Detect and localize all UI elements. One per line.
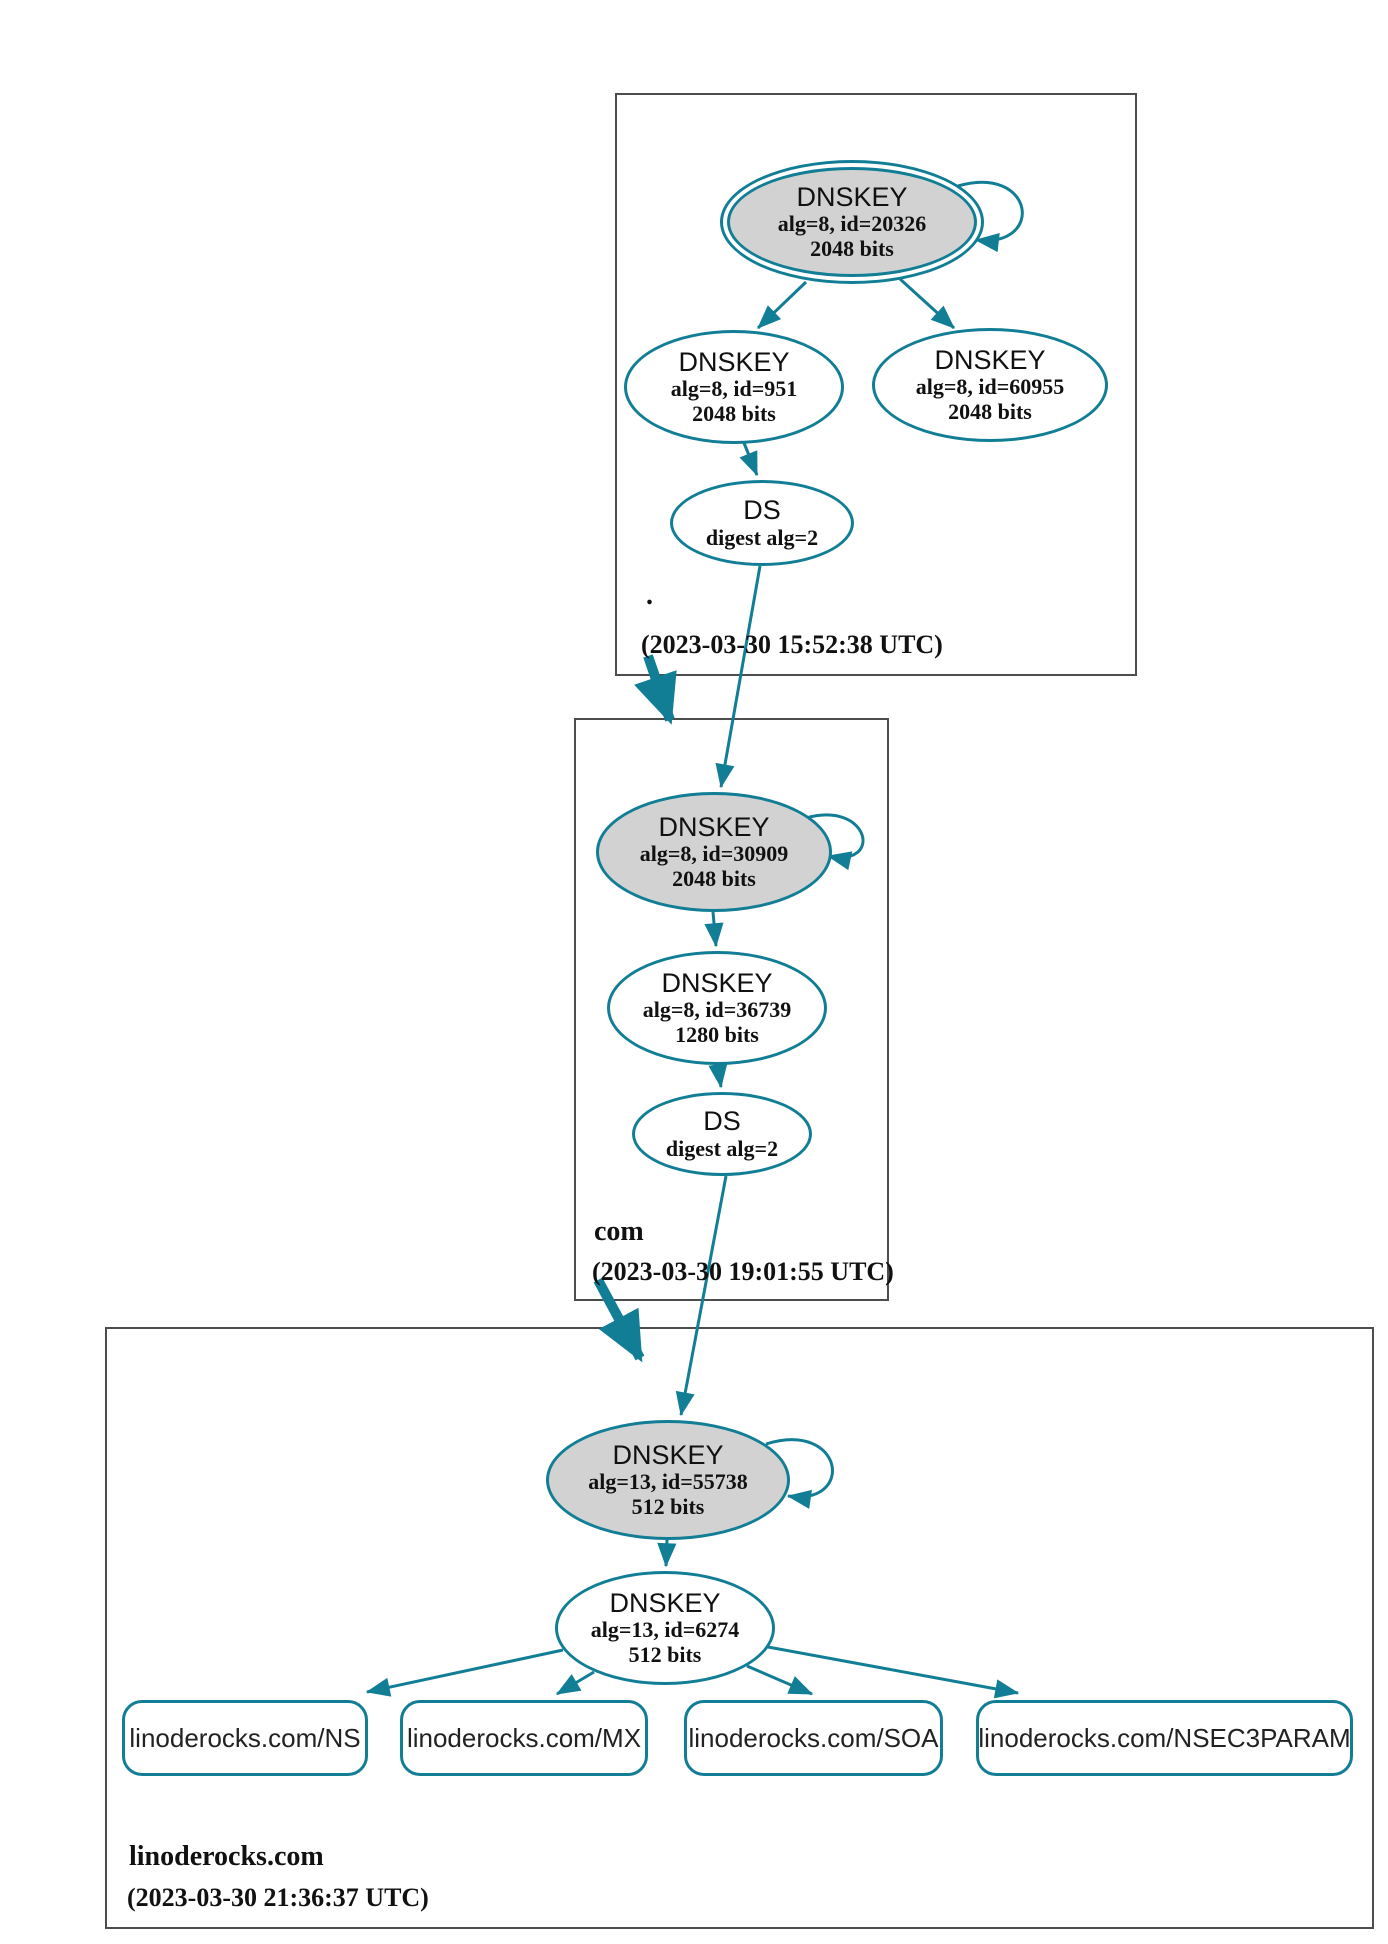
node-detail: 2048 bits — [948, 399, 1032, 425]
zone-label-linoderocks: linoderocks.com — [129, 1841, 324, 1872]
dnskey-node-com-zsk-36739[interactable]: DNSKEY alg=8, id=36739 1280 bits — [607, 951, 827, 1065]
zone-box-root — [615, 93, 1137, 676]
node-detail: alg=13, id=55738 — [588, 1469, 748, 1495]
edge-root-ksk-to-zsk2 — [898, 277, 956, 330]
dnskey-node-com-ksk-30909[interactable]: DNSKEY alg=8, id=30909 2048 bits — [596, 792, 832, 912]
node-detail: 512 bits — [631, 1494, 705, 1520]
edge-com-ds-to-linoderocks-ksk — [675, 1175, 728, 1417]
delegation-arrow-com-to-linoderocks — [593, 1277, 645, 1363]
rrset-node-mx[interactable]: linoderocks.com/MX — [400, 1700, 648, 1776]
edge-root-ds-to-com-ksk — [715, 565, 762, 789]
edge-com-ksk-to-zsk — [704, 911, 724, 948]
zone-box-linoderocks — [105, 1327, 1374, 1929]
node-title: DS — [743, 495, 781, 526]
dnskey-node-root-ksk-20326[interactable]: DNSKEY alg=8, id=20326 2048 bits — [720, 160, 984, 284]
node-detail: 2048 bits — [692, 401, 776, 427]
node-detail: alg=13, id=6274 — [590, 1617, 740, 1643]
node-detail: alg=8, id=30909 — [639, 841, 789, 867]
rrset-node-ns[interactable]: linoderocks.com/NS — [122, 1700, 368, 1776]
rrset-label: linoderocks.com/NS — [129, 1722, 361, 1753]
node-detail: alg=8, id=20326 — [777, 211, 927, 237]
self-sign-loop-com-ksk — [805, 813, 865, 871]
node-detail: alg=8, id=60955 — [915, 374, 1065, 400]
edge-zsk-to-rrset-soa — [746, 1664, 814, 1696]
zone-timestamp-linoderocks: (2023-03-30 21:36:37 UTC) — [127, 1883, 429, 1912]
zone-timestamp-com: (2023-03-30 19:01:55 UTC) — [592, 1257, 894, 1286]
edge-linoderocks-ksk-to-zsk — [657, 1539, 677, 1568]
zone-label-root: . — [646, 580, 653, 611]
node-title: DNSKEY — [658, 811, 770, 842]
node-detail: alg=8, id=36739 — [642, 997, 792, 1023]
zone-label-com: com — [594, 1216, 644, 1247]
rrset-node-soa[interactable]: linoderocks.com/SOA — [684, 1700, 943, 1776]
self-sign-loop-root-ksk — [957, 180, 1024, 253]
dnskey-node-root-zsk-951[interactable]: DNSKEY alg=8, id=951 2048 bits — [624, 330, 844, 444]
delegation-arrow-root-to-com — [634, 654, 677, 725]
node-title: DNSKEY — [934, 344, 1046, 375]
node-detail: 1280 bits — [675, 1022, 759, 1048]
ds-node-root[interactable]: DS digest alg=2 — [670, 480, 854, 566]
node-title: DS — [703, 1106, 741, 1137]
edge-root-zsk1-to-ds — [739, 442, 759, 477]
node-detail: alg=8, id=951 — [670, 376, 798, 402]
node-title: DNSKEY — [661, 967, 773, 998]
dnskey-node-root-zsk-60955[interactable]: DNSKEY alg=8, id=60955 2048 bits — [872, 328, 1108, 442]
node-title: DNSKEY — [609, 1587, 721, 1618]
edge-zsk-to-rrset-ns — [365, 1648, 564, 1697]
dnskey-node-linoderocks-ksk-55738[interactable]: DNSKEY alg=13, id=55738 512 bits — [546, 1420, 790, 1540]
rrset-node-nsec3param[interactable]: linoderocks.com/NSEC3PARAM — [976, 1700, 1353, 1776]
edge-com-zsk-to-ds — [708, 1063, 728, 1089]
rrset-label: linoderocks.com/MX — [406, 1722, 642, 1753]
dnskey-node-linoderocks-zsk-6274[interactable]: DNSKEY alg=13, id=6274 512 bits — [555, 1571, 775, 1685]
node-detail: digest alg=2 — [665, 1135, 779, 1161]
node-detail: digest alg=2 — [705, 524, 819, 550]
rrset-label: linoderocks.com/SOA — [688, 1722, 939, 1753]
node-detail: 2048 bits — [810, 236, 894, 262]
node-detail: 2048 bits — [672, 866, 756, 892]
zone-timestamp-root: (2023-03-30 15:52:38 UTC) — [641, 630, 943, 659]
edge-root-ksk-to-zsk1 — [756, 280, 808, 330]
edge-zsk-to-rrset-mx — [555, 1670, 595, 1696]
node-detail: 512 bits — [628, 1642, 702, 1668]
rrset-label: linoderocks.com/NSEC3PARAM — [978, 1722, 1351, 1753]
self-sign-loop-linoderocks-ksk — [765, 1438, 834, 1509]
ds-node-com[interactable]: DS digest alg=2 — [632, 1092, 812, 1176]
node-title: DNSKEY — [796, 181, 908, 212]
node-title: DNSKEY — [678, 346, 790, 377]
node-title: DNSKEY — [612, 1439, 724, 1470]
edge-zsk-to-rrset-nsec3param — [767, 1645, 1020, 1699]
